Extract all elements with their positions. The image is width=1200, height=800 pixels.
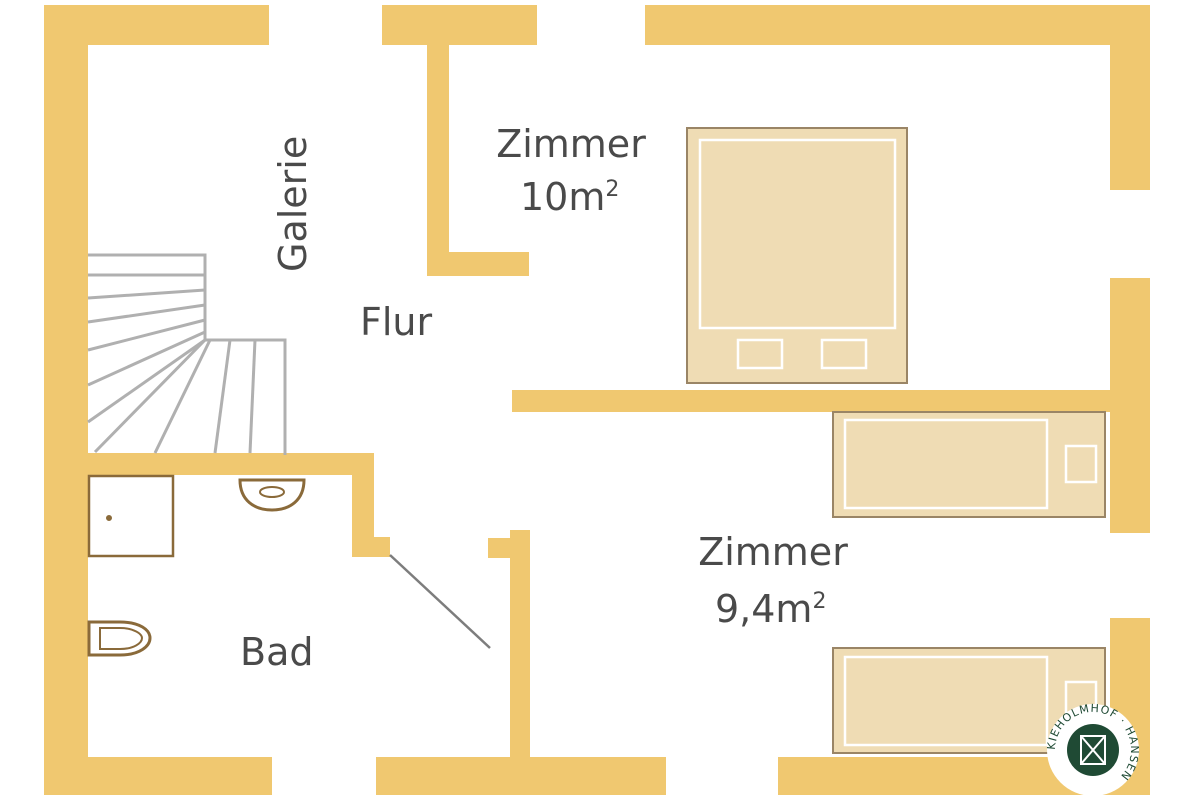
room-label-flur: Flur: [360, 300, 432, 344]
toilet: [87, 620, 152, 657]
door-swing: [389, 554, 491, 649]
room-area-zimmer-top: 10m2: [520, 175, 619, 219]
room-label-zimmer-top: Zimmer: [496, 122, 646, 166]
room-label-galerie: Galerie: [271, 136, 315, 272]
shower-tray: [87, 474, 175, 558]
single-bed-upper: [832, 411, 1106, 518]
wall-inner-vertical-bottom: [510, 530, 530, 795]
toilet-seat: [99, 627, 144, 650]
wall-right-upper: [1110, 5, 1150, 190]
wall-top-mid: [382, 5, 537, 45]
wall-left-outer: [44, 5, 88, 795]
walls: [44, 5, 1150, 795]
wall-room-divider: [512, 390, 1132, 412]
wall-bottom-left: [44, 757, 272, 795]
washbasin: [238, 478, 306, 512]
washbasin-bowl: [259, 486, 285, 498]
wall-bath-top: [88, 453, 373, 475]
area-unit-sup: 2: [812, 589, 826, 614]
area-value: 9,4m: [715, 587, 812, 631]
bathroom-fixtures: [87, 474, 306, 657]
shower-drain: [106, 515, 112, 521]
wall-bath-jamb: [352, 453, 374, 555]
wall-top-right: [645, 5, 1150, 45]
wall-inner-vertical-top: [427, 35, 449, 270]
wall-inner-stub-top: [427, 252, 529, 276]
staircase: [87, 253, 287, 455]
wall-door-stub: [488, 538, 512, 558]
room-label-bad: Bad: [240, 630, 313, 674]
wall-bottom-mid: [376, 757, 666, 795]
double-bed: [686, 127, 908, 384]
room-label-zimmer-bottom: Zimmer: [698, 530, 848, 574]
wall-top-left: [44, 5, 269, 45]
room-area-zimmer-bottom: 9,4m2: [715, 587, 826, 631]
wall-bath-jamb-foot: [352, 537, 390, 557]
area-unit-sup: 2: [605, 177, 619, 202]
area-value: 10m: [520, 175, 605, 219]
